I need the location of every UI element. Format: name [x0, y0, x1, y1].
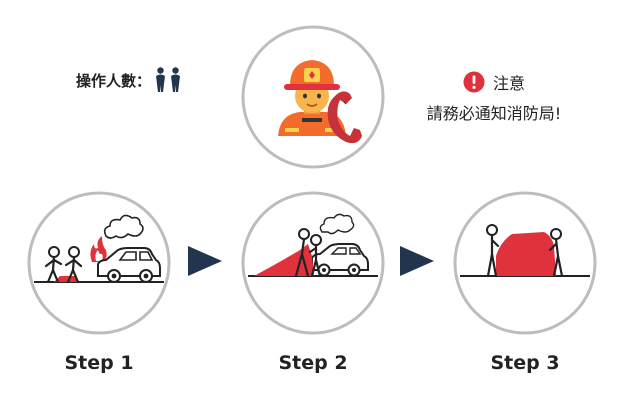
person-icon — [170, 67, 181, 93]
firefighter-circle — [240, 24, 386, 170]
person-icon — [155, 67, 166, 93]
step-3-circle — [452, 190, 598, 336]
burning-car-people-icon — [27, 191, 171, 335]
operators-label: 操作人數： — [76, 71, 152, 90]
notice-body: 請務必通知消防局! — [426, 104, 562, 123]
covered-car-icon — [453, 191, 597, 335]
notice-title: 注意 — [492, 74, 525, 93]
triangle-arrow-right-icon — [188, 246, 222, 276]
blanket-cover-car-icon — [241, 191, 385, 335]
step-2-circle — [240, 190, 386, 336]
step-1-circle — [26, 190, 172, 336]
firefighter-phone-icon — [241, 25, 385, 169]
operators-info: 操作人數： — [76, 66, 181, 94]
step-3-label: Step 3 — [490, 352, 560, 374]
step-1-label: Step 1 — [64, 352, 134, 374]
triangle-arrow-right-icon — [400, 246, 434, 276]
exclamation-icon — [463, 71, 485, 93]
notice: 注意 請務必通知消防局! — [396, 70, 592, 124]
step-2-label: Step 2 — [278, 352, 348, 374]
